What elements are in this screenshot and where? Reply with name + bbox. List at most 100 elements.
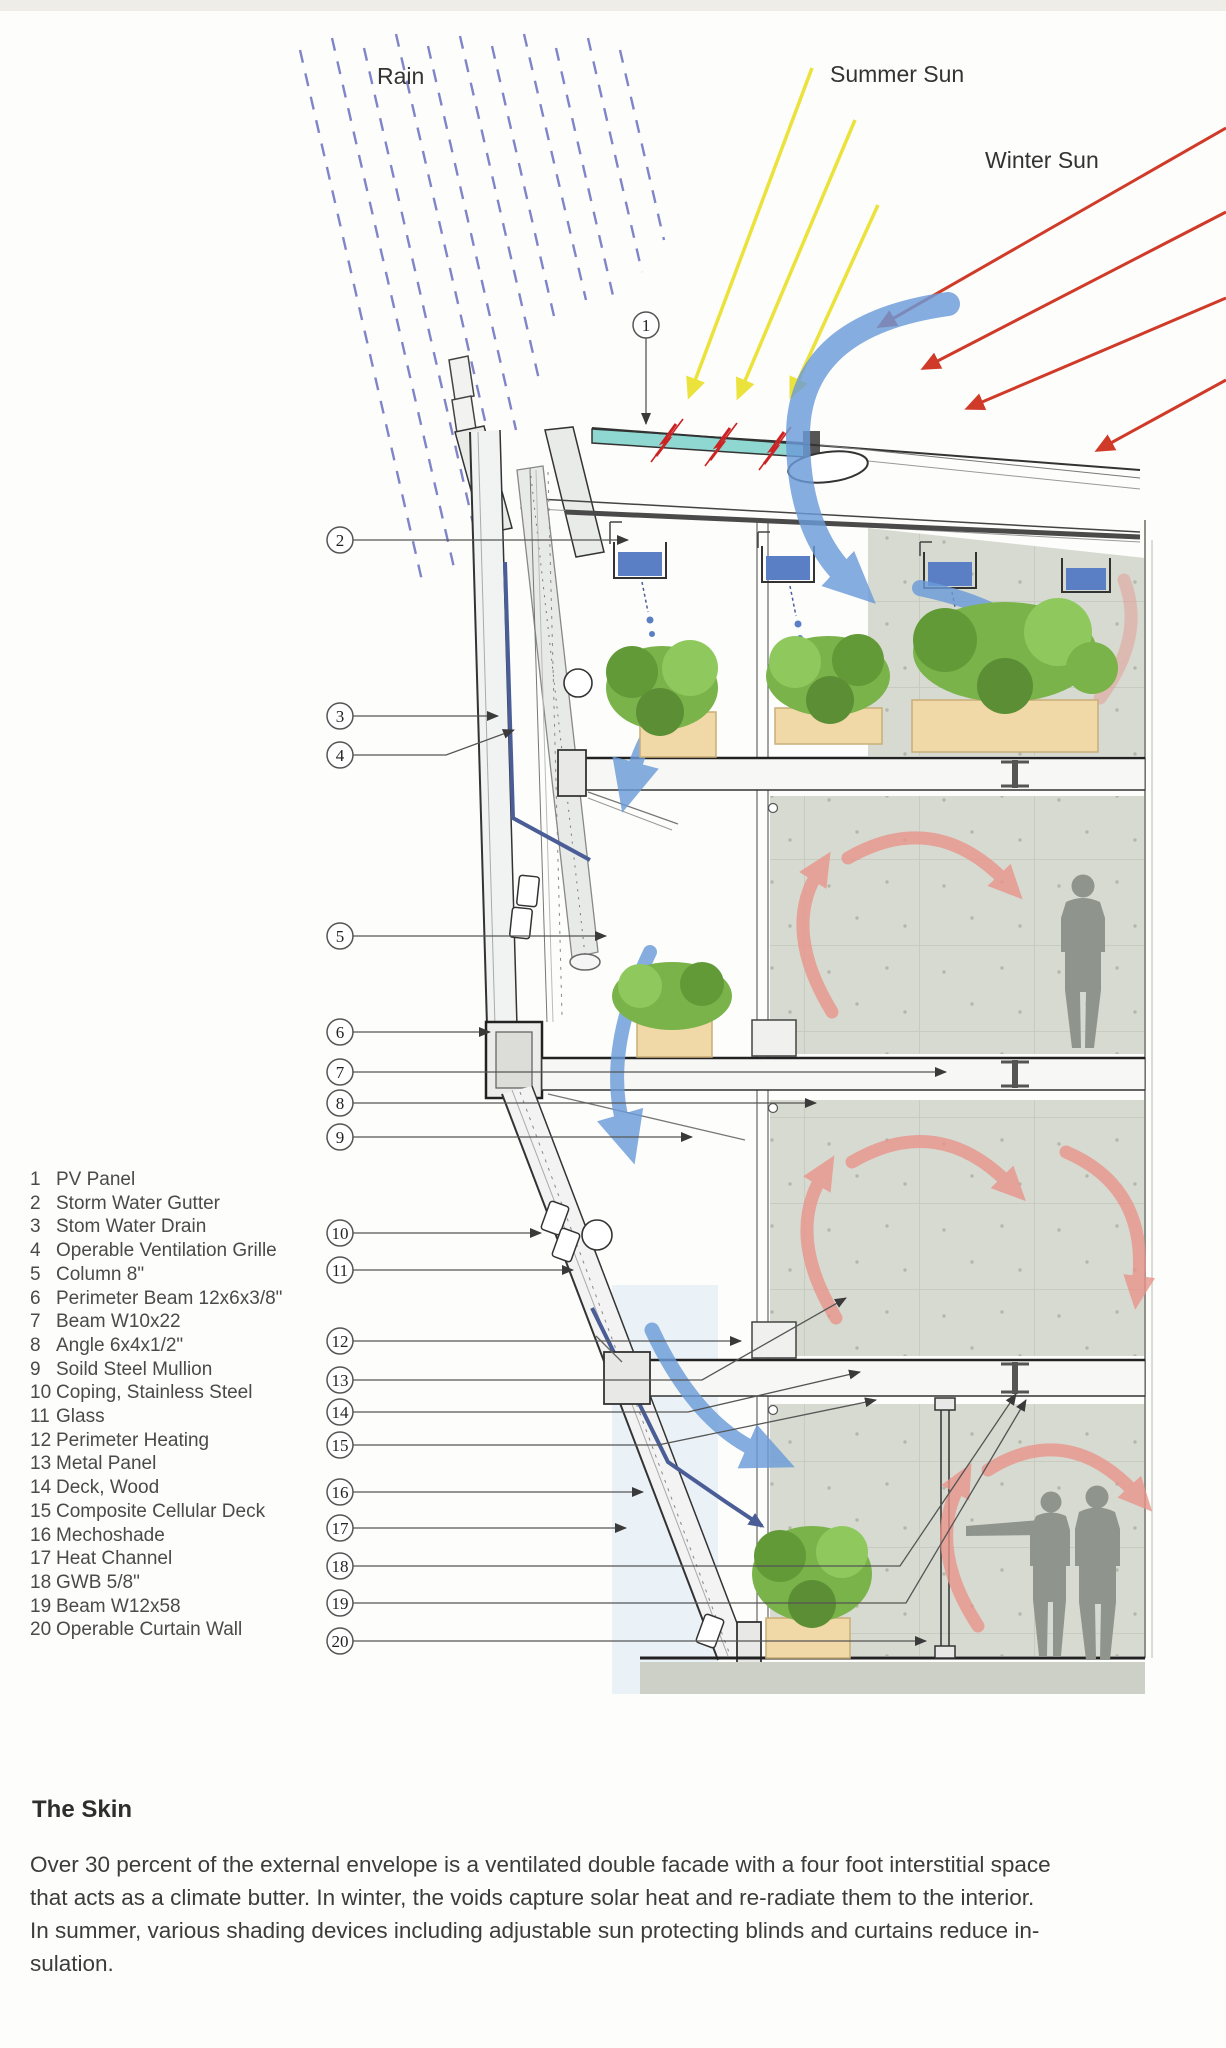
legend-item-label: Metal Panel: [56, 1453, 157, 1475]
legend-item-number: 11: [30, 1406, 50, 1428]
storm-drain-line-upper: [503, 561, 591, 862]
paragraph-line: that acts as a climate butter. In winter…: [30, 1885, 1035, 1910]
svg-text:16: 16: [332, 1483, 349, 1502]
legend-item-label: Mechoshade: [56, 1524, 165, 1546]
callout-16: 16: [326, 1478, 354, 1506]
legend-item-label: Operable Ventilation Grille: [56, 1240, 277, 1262]
warm-arrow: [940, 1462, 985, 1633]
person-silhouettes: [966, 874, 1120, 1660]
callout-9: 9: [326, 1123, 354, 1151]
storm-water-gutter: [1061, 558, 1111, 593]
mullion-blocks-lower: [540, 1200, 725, 1649]
plant-box: [913, 598, 1118, 714]
legend-item-number: 7: [30, 1311, 41, 1333]
legend-item: 2 Storm Water Gutter: [30, 1192, 330, 1216]
pv-energy-bolt-icons: [650, 418, 792, 471]
svg-text:14: 14: [332, 1403, 350, 1422]
svg-text:18: 18: [332, 1557, 349, 1576]
warm-arrow: [981, 1443, 1153, 1512]
svg-text:6: 6: [336, 1023, 345, 1042]
legend-item-label: PV Panel: [56, 1169, 136, 1190]
legend-item-label: Heat Channel: [56, 1548, 173, 1570]
svg-text:5: 5: [336, 927, 345, 946]
plant-box: [612, 962, 732, 1030]
plant-box: [606, 640, 718, 736]
callout-15: 15: [326, 1431, 354, 1459]
building-section-diagram: Rain Summer Sun Winter Sun: [298, 33, 1226, 1694]
legend-item-label: GWB 5/8": [56, 1571, 140, 1593]
parapet-block-upper: [448, 355, 475, 401]
cool-arrow: [644, 1322, 795, 1469]
svg-text:13: 13: [332, 1371, 349, 1390]
svg-text:12: 12: [332, 1332, 349, 1351]
svg-text:20: 20: [332, 1632, 349, 1651]
skin-text-block: The Skin Over 30 percent of the external…: [30, 1796, 1202, 1980]
floor-slabs: [541, 749, 1146, 1694]
callout-circles: 1 2 3 4 5 6 7 8 9 10 11 12 13 14 15 16 1…: [326, 311, 660, 1655]
legend-item-number: 20: [30, 1619, 52, 1641]
warm-arrow: [1059, 1145, 1156, 1310]
plant-box: [766, 634, 890, 724]
facade-detail-circle: [563, 668, 593, 698]
legend-item-number: 2: [30, 1192, 41, 1214]
paragraph-line: In summer, various shading devices inclu…: [30, 1918, 1040, 1943]
svg-text:7: 7: [336, 1063, 345, 1082]
warm-arrow: [845, 1135, 1026, 1202]
svg-text:17: 17: [332, 1519, 350, 1538]
legend-item-number: 4: [30, 1240, 41, 1262]
floor-slab-b: [541, 1056, 1146, 1141]
legend-item: 8 Angle 6x4x1/2": [30, 1334, 330, 1358]
legend-item-label: Perimeter Beam 12x6x3/8": [56, 1287, 283, 1309]
legend-item-number: 12: [30, 1429, 52, 1451]
callout-20: 20: [326, 1627, 354, 1655]
skin-paragraph: Over 30 percent of the external envelope…: [30, 1848, 1202, 1980]
callout-7: 7: [326, 1058, 354, 1086]
callout-18: 18: [326, 1552, 354, 1580]
legend-item: 1 PV Panel: [30, 1168, 330, 1192]
legend-item-label: Operable Curtain Wall: [56, 1619, 243, 1641]
ground-slab: [640, 1656, 1145, 1694]
planters-and-plants: [606, 598, 1118, 1659]
person-standing: [1061, 874, 1105, 1048]
rain-lines: [298, 33, 666, 586]
rain-label: Rain: [377, 63, 424, 89]
legend-item-label: Angle 6x4x1/2": [56, 1334, 184, 1356]
mullion-cap-right: [544, 426, 605, 558]
winter-sun-label: Winter Sun: [985, 147, 1099, 173]
legend-item-number: 5: [30, 1263, 41, 1285]
person-pair-pointing: [966, 1485, 1120, 1660]
legend-item-label: Storm Water Gutter: [56, 1192, 220, 1214]
legend-item-number: 10: [30, 1382, 52, 1404]
svg-text:1: 1: [642, 316, 651, 335]
warm-arrow: [800, 1155, 843, 1325]
callout-12: 12: [326, 1327, 354, 1355]
legend-item-number: 18: [30, 1571, 52, 1593]
perimeter-beam: [484, 1020, 544, 1100]
legend-item-number: 8: [30, 1334, 41, 1356]
callout-4: 4: [326, 741, 354, 769]
callout-6: 6: [326, 1018, 354, 1046]
legend-item-number: 1: [30, 1169, 41, 1190]
legend-item-number: 15: [30, 1500, 52, 1522]
callout-10: 10: [326, 1219, 354, 1247]
legend-item-label: Composite Cellular Deck: [56, 1500, 266, 1522]
legend-item-number: 16: [30, 1524, 52, 1546]
storm-water-gutter: [757, 531, 815, 641]
mullion-blocks: [509, 874, 540, 940]
legend-item-label: Deck, Wood: [56, 1477, 160, 1499]
svg-text:8: 8: [336, 1094, 345, 1113]
callout-11: 11: [326, 1256, 354, 1284]
page-top-edge: [0, 0, 1226, 11]
warm-air-arrows: [796, 573, 1156, 1633]
legend-item: 4 Operable Ventilation Grille: [30, 1239, 330, 1263]
floor-slab-c: [595, 1335, 1146, 1405]
